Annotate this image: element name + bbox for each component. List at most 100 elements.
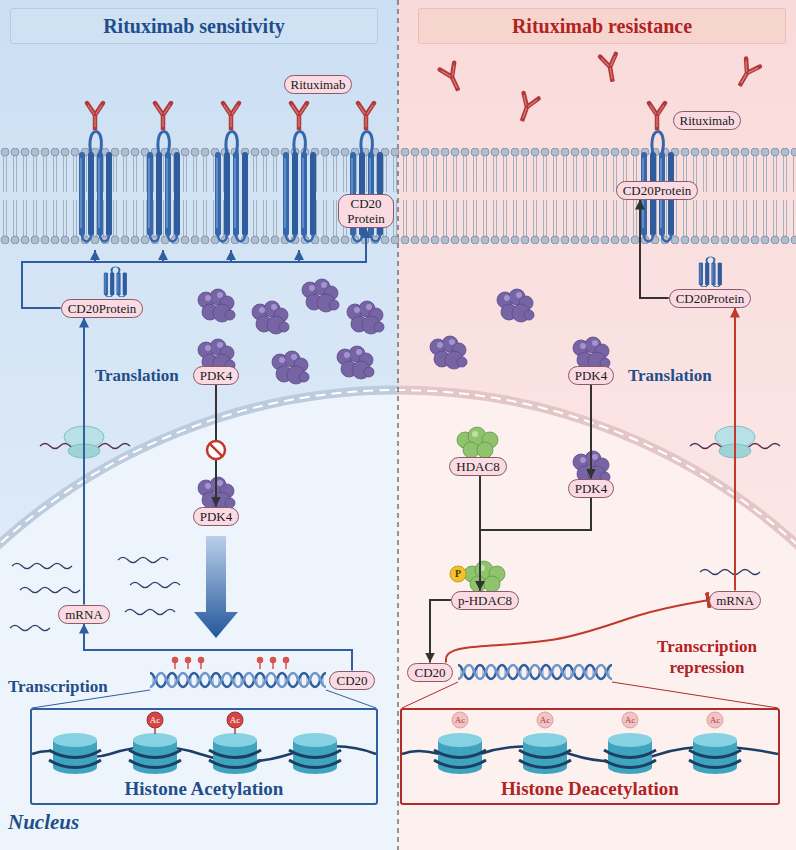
label-pill: HDAC8 [449, 457, 506, 476]
label-pill: Rituximab [673, 111, 742, 130]
connector [479, 476, 481, 591]
pdk4-protein [337, 346, 374, 379]
header-band: Rituximab resistance [418, 8, 786, 44]
connector [22, 228, 366, 308]
antibody [649, 103, 665, 129]
label-pill: PDK4 [568, 479, 615, 498]
mrna-strand [10, 626, 50, 631]
cd20-protein [147, 132, 180, 242]
acetyl-label: Ac [540, 716, 551, 725]
acetyl-label: Ac [150, 716, 161, 725]
nuclear-envelope [398, 390, 796, 850]
acetyl-label: Ac [625, 716, 636, 725]
acetyl-label: Ac [710, 716, 721, 725]
connector [590, 385, 592, 479]
pdk4-protein [430, 336, 467, 369]
mrna-strand [118, 558, 168, 563]
node-text: PDK4 [575, 368, 608, 383]
phosphate-mark [450, 566, 466, 582]
edge-label: Translation [95, 365, 179, 386]
region-label: Nucleus [8, 810, 79, 835]
connector [84, 624, 352, 671]
zoom-line [402, 682, 778, 708]
node-text: Rituximab sensitivity [103, 15, 285, 38]
pdk4-protein [272, 351, 309, 384]
nucleosome [434, 733, 486, 774]
mrna-strand [125, 610, 175, 615]
big-down-arrow [194, 536, 238, 638]
nucleosome [129, 733, 181, 774]
nucleosome [209, 733, 261, 774]
pdk4-protein [497, 289, 534, 322]
acetyl-pins [173, 658, 289, 670]
label-pill: Rituximab [284, 75, 353, 94]
node-text: CD20Protein [676, 291, 745, 306]
label-pill: CD20Protein [669, 289, 752, 308]
node-text: Histone Deacetylation [501, 778, 679, 800]
connector [640, 200, 669, 299]
block-slash [210, 444, 223, 457]
hdac8-protein [464, 561, 505, 592]
nucleosome [49, 733, 101, 774]
antibody [291, 103, 307, 129]
mrna-strand [12, 564, 72, 569]
label-pill: CD20 Protein [338, 194, 394, 228]
acetyl-mark [147, 712, 243, 734]
block-circle [207, 441, 225, 459]
nucleosome [604, 733, 656, 774]
distribution-ticks [95, 250, 299, 262]
pdk4-protein [198, 289, 235, 322]
node-text: CD20Protein [68, 301, 137, 316]
label-pill: CD20 [329, 671, 374, 690]
histone-box: Histone Acetylation [30, 708, 378, 805]
label-pill: CD20 [407, 663, 452, 682]
label-pill: PDK4 [193, 507, 240, 526]
nucleosome [689, 733, 741, 774]
pdk4-protein [302, 279, 339, 312]
antibody [515, 93, 539, 123]
node-text: Histone Acetylation [125, 778, 284, 800]
node-text: PDK4 [575, 481, 608, 496]
node-text: PDK4 [200, 509, 233, 524]
acetyl-label: Ac [455, 716, 466, 725]
node-text: mRNA [716, 593, 754, 608]
node-text: CD20 [414, 665, 445, 680]
node-text: mRNA [65, 607, 103, 622]
tick-arrow [230, 250, 232, 262]
label-pill: p-HDAC8 [451, 591, 519, 610]
cd20-protein [215, 132, 248, 242]
antibody [440, 63, 465, 93]
tick-arrow [298, 250, 300, 262]
connector [83, 318, 85, 605]
label-pill: PDK4 [193, 366, 240, 385]
cell-membrane [0, 148, 796, 244]
label-pill: CD20Protein [616, 181, 699, 200]
cd20-gene-dna [150, 670, 326, 690]
label-pill: mRNA [58, 605, 110, 624]
nucleosome [289, 733, 341, 774]
label-pill: PDK4 [568, 366, 615, 385]
tick-arrow [94, 250, 96, 262]
label-pill: CD20Protein [61, 299, 144, 318]
node-text: Rituximab [291, 77, 346, 92]
node-text: CD20 [336, 673, 367, 688]
antibody [155, 103, 171, 129]
antibody [358, 103, 374, 129]
divider [397, 0, 398, 850]
pdk4-protein [252, 301, 289, 334]
label-pill: mRNA [709, 591, 761, 610]
nucleus-right [398, 390, 796, 850]
node-text: PDK4 [200, 368, 233, 383]
node-text: Rituximab resistance [512, 15, 692, 38]
phosphate-label: P [455, 569, 461, 579]
cd20-protein [283, 132, 316, 242]
mrna-strand [130, 583, 180, 588]
acetyl-mark-faded [452, 712, 723, 728]
block-symbol [207, 441, 225, 459]
cd20-gene-dna [458, 662, 612, 682]
node-text: CD20 Protein [345, 196, 387, 226]
tick-arrow [162, 250, 164, 262]
antibody [600, 54, 620, 82]
nuclear-envelope [0, 390, 398, 850]
